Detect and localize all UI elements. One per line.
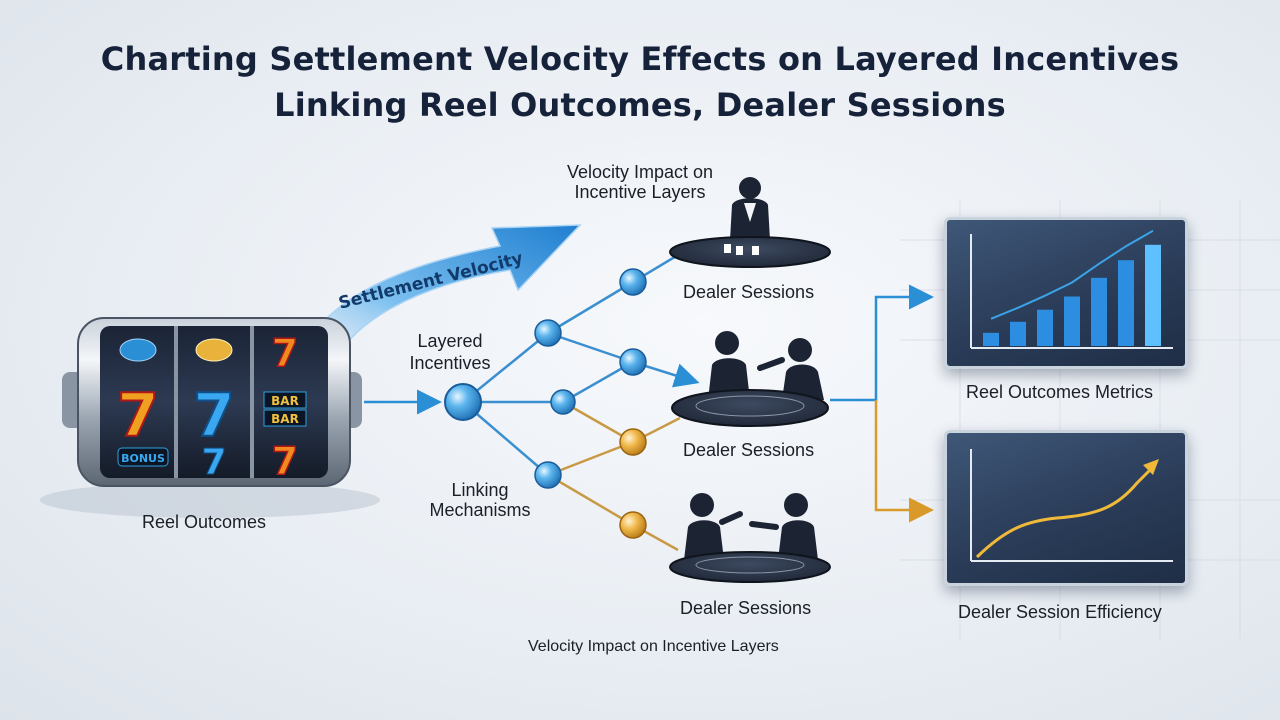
diagram-title-line-1: Charting Settlement Velocity Effects on … <box>100 40 1180 78</box>
efficiency-arrowhead <box>1143 459 1159 475</box>
reel-seven-symbol: 7 <box>201 442 226 483</box>
dealer-sessions-label-2: Dealer Sessions <box>683 440 815 460</box>
metrics-bar <box>1145 244 1161 346</box>
metrics-bar <box>1037 309 1053 346</box>
reel-bar-symbol: BAR <box>271 412 299 426</box>
layered-incentives-label: Layered Incentives <box>395 330 505 374</box>
network-node-gold <box>619 428 647 456</box>
reel-seven-symbol: 7 <box>193 381 235 451</box>
layered-incentives-line-2: Incentives <box>409 353 491 373</box>
dealer-table-illustration <box>669 493 831 583</box>
velocity-impact-bottom-label: Velocity Impact on Incentive Layers <box>528 638 779 655</box>
incentive-nodes <box>444 268 647 539</box>
dealer-session-efficiency-chart <box>970 449 1173 562</box>
metrics-bar <box>1010 321 1026 346</box>
layered-incentives-line-1: Layered <box>417 331 483 351</box>
dealer-session-efficiency-label: Dealer Session Efficiency <box>958 602 1162 622</box>
dealer-session-efficiency-panel <box>944 430 1188 586</box>
reel-bar-symbol: BAR <box>271 394 299 408</box>
reel-seven-symbol: 7 <box>272 331 298 375</box>
layered-incentives-hub-node <box>444 383 482 421</box>
linking-mechanisms-line-1: Linking <box>451 480 509 500</box>
linking-mechanisms-label: Linking Mechanisms <box>420 480 540 520</box>
network-node <box>619 268 647 296</box>
metrics-trend-line <box>990 229 1154 320</box>
dealer-table-illustration <box>669 177 831 268</box>
metrics-bar <box>1064 296 1080 346</box>
reel-seven-symbol: 7 <box>272 439 298 483</box>
reel-outcomes-label: Reel Outcomes <box>142 512 267 532</box>
reel-outcomes-metrics-chart <box>970 229 1173 349</box>
network-node <box>619 348 647 376</box>
velocity-impact-top-line-1: Velocity Impact on <box>566 162 714 182</box>
velocity-impact-top-line-2: Incentive Layers <box>574 182 706 202</box>
dealer-table-illustration <box>671 331 829 427</box>
network-node <box>534 461 562 489</box>
linking-mechanisms-line-2: Mechanisms <box>429 500 531 520</box>
metrics-bar <box>1118 260 1134 346</box>
slot-machine-illustration: 7 7 7 7 7 BAR BAR BONUS <box>40 317 380 518</box>
network-node <box>534 319 562 347</box>
metrics-bar <box>983 332 999 346</box>
network-node-gold <box>619 511 647 539</box>
metrics-bar <box>1091 277 1107 346</box>
diagram-title-line-2: Linking Reel Outcomes, Dealer Sessions <box>274 86 1006 124</box>
reel-bonus-symbol: BONUS <box>121 452 165 465</box>
velocity-impact-top-label: Velocity Impact on Incentive Layers <box>540 162 740 202</box>
output-connectors <box>830 284 934 523</box>
reel-outcomes-metrics-label: Reel Outcomes Metrics <box>966 382 1154 402</box>
settlement-velocity-label: Settlement Velocity <box>337 249 525 314</box>
network-node <box>550 389 576 415</box>
settlement-velocity-arrow <box>299 224 582 371</box>
reel-outcomes-metrics-panel <box>944 217 1188 369</box>
efficiency-curve <box>975 467 1153 559</box>
reel-seven-symbol: 7 <box>117 381 159 451</box>
dealer-sessions-label-3: Dealer Sessions <box>680 598 812 618</box>
dealer-sessions-label-1: Dealer Sessions <box>683 282 815 302</box>
